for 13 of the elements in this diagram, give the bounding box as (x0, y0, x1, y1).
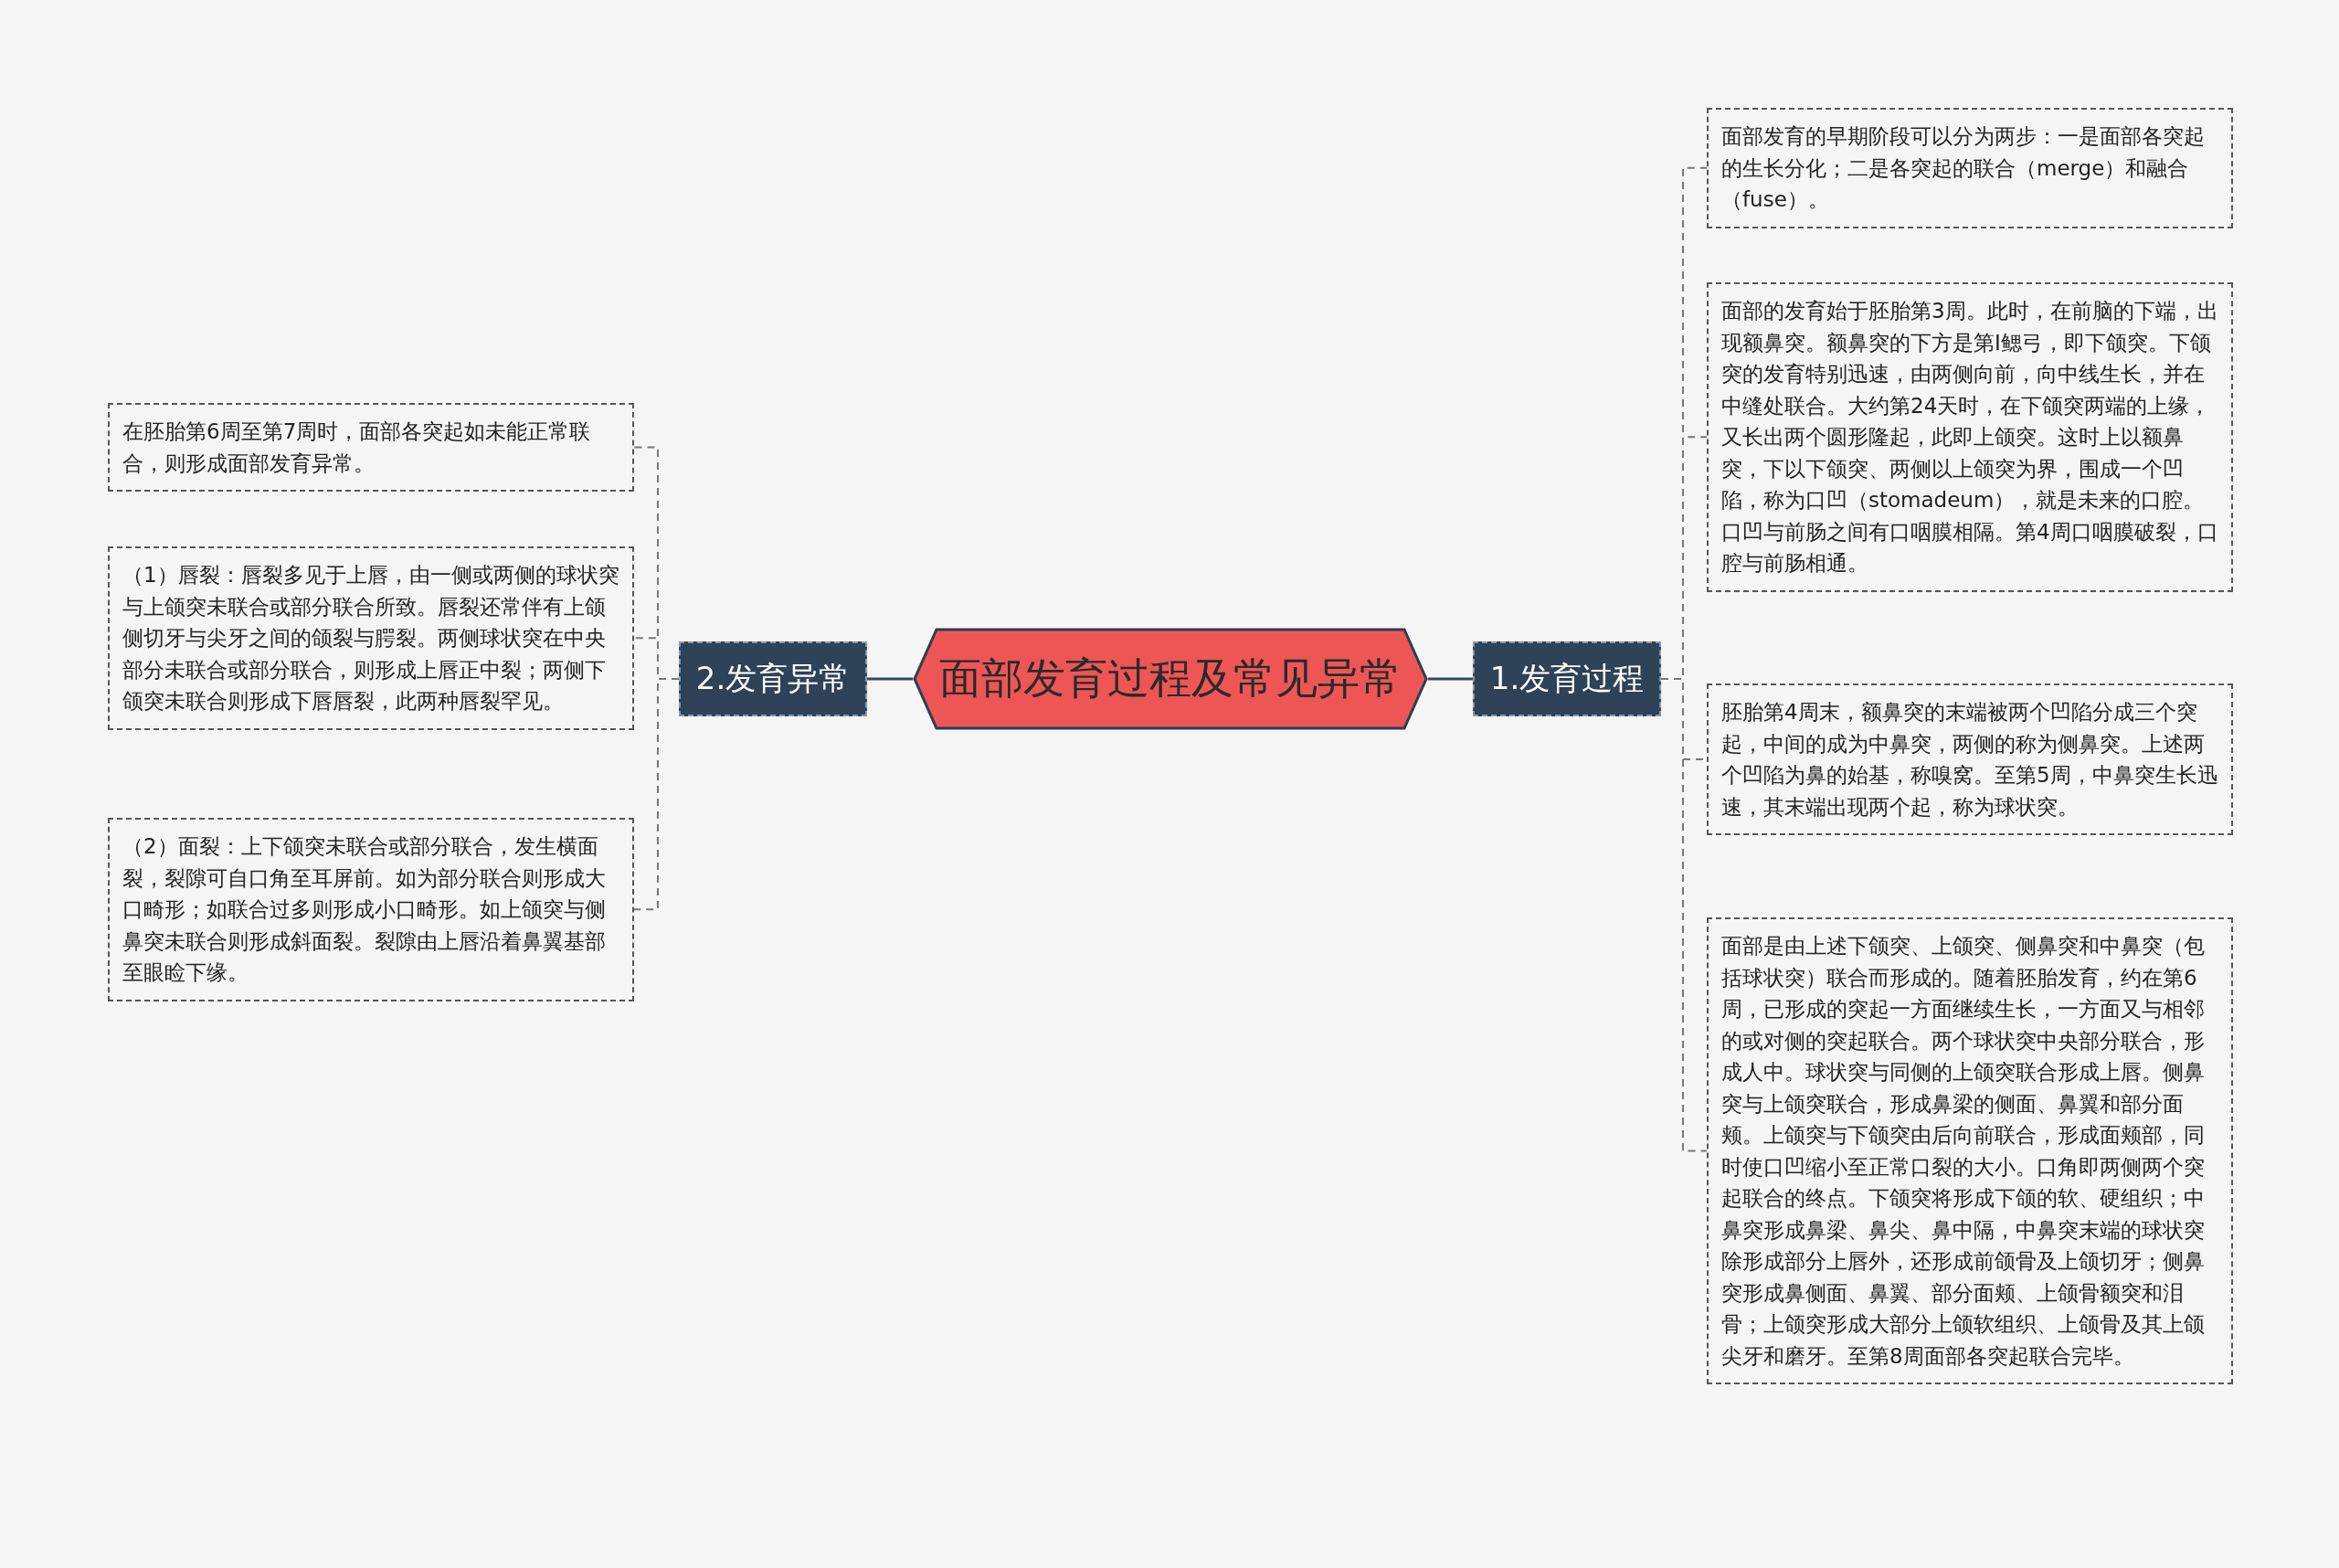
note-box: 面部是由上述下颌突、上颌突、侧鼻突和中鼻突（包括球状突）联合而形成的。随着胚胎发育，约在第6周，已形成的突起一方面继续生长，一方面又与相邻的或对侧的突起联合。两个球状突中央部分联合，形成人中。球状突与同侧的上颌突联合形成上唇。侧鼻突与上颌突联合，形成鼻梁的侧面、鼻翼和部分面颊。上颌突与下颌突由后向前联合，形成面颊部，同时使口凹缩小至正常口裂的大小。口角即两侧两个突起联合的终点。下颌突将形成下颌的软、硬组织；中鼻突形成鼻梁、鼻尖、鼻中隔，中鼻突末端的球状突除形成部分上唇外，还形成前颌骨及上颌切牙；侧鼻突形成鼻侧面、鼻翼、部分面颊、上颌骨额突和泪骨；上颌突形成大部分上颌软组织、上颌骨及其上颌尖牙和磨牙。至第8周面部各突起联合完毕。 (1707, 917, 2233, 1384)
topic-box: 2.发育异常 (679, 641, 867, 716)
title-hexagon: 面部发育过程及常见异常 (913, 628, 1428, 730)
note-box: （2）面裂：上下颌突未联合或部分联合，发生横面裂，裂隙可自口角至耳屏前。如为部分联合则形成大口畸形；如联合过多则形成小口畸形。如上颌突与侧鼻突未联合则形成斜面裂。裂隙由上唇沿着鼻翼基部至眼睑下缘。 (108, 818, 634, 1001)
note-box: 在胚胎第6周至第7周时，面部各突起如未能正常联合，则形成面部发育异常。 (108, 403, 634, 492)
note-box: 胚胎第4周末，额鼻突的末端被两个凹陷分成三个突起，中间的成为中鼻突，两侧的称为侧鼻突。上述两个凹陷为鼻的始基，称嗅窝。至第5周，中鼻突生长迅速，其末端出现两个起，称为球状突。 (1707, 683, 2233, 835)
connector-line (1428, 677, 1473, 681)
note-box: 面部发育的早期阶段可以分为两步：一是面部各突起的生长分化；二是各突起的联合（merge）和融合（fuse）。 (1707, 108, 2233, 228)
note-box: （1）唇裂：唇裂多见于上唇，由一侧或两侧的球状突与上颌突未联合或部分联合所致。唇裂还常伴有上颌侧切牙与尖牙之间的颌裂与腭裂。两侧球状突在中央部分未联合或部分联合，则形成上唇正中裂；两侧下颌突未联合则形成下唇唇裂，此两种唇裂罕见。 (108, 546, 634, 730)
connector-line (633, 678, 680, 911)
note-box: 面部的发育始于胚胎第3周。此时，在前脑的下端，出现额鼻突。额鼻突的下方是第Ⅰ鳃弓，即下颌突。下颌突的发育特别迅速，由两侧向前，向中线生长，并在中缝处联合。大约第24天时，在下颌突两端的上缘，又长出两个圆形隆起，此即上颌突。这时上以额鼻突，下以下颌突、两侧以上颌突为界，围成一个凹陷，称为口凹（stomadeum），就是未来的口腔。口凹与前肠之间有口咽膜相隔。第4周口咽膜破裂，口腔与前肠相通。 (1707, 282, 2233, 592)
topic-box: 1.发育过程 (1473, 641, 1661, 716)
connector-line (867, 677, 913, 681)
